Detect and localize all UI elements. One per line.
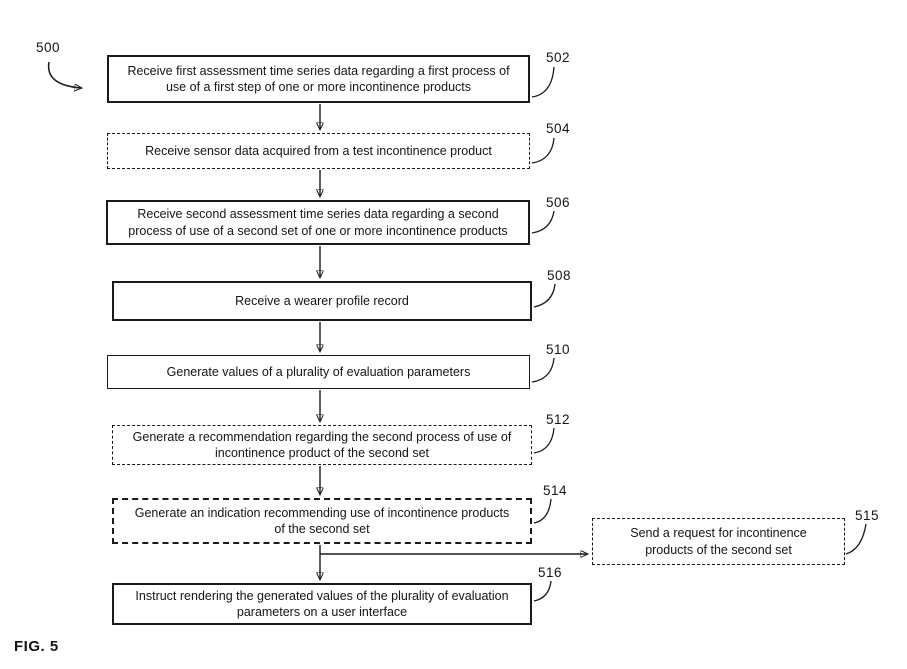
ref-label-515: 515: [855, 508, 880, 523]
flow-step-514: Generate an indication recommending use …: [112, 498, 532, 544]
flow-step-512-text: Generate a recommendation regarding the …: [132, 429, 512, 460]
flow-step-514-text: Generate an indication recommending use …: [134, 505, 510, 536]
ref-label-510: 510: [546, 342, 571, 357]
leader-516: [533, 580, 552, 602]
leader-512: [533, 427, 555, 454]
leader-510: [531, 357, 555, 383]
figure-caption: FIG. 5: [14, 638, 59, 655]
ref-label-506: 506: [546, 195, 571, 210]
leader-500: [47, 61, 81, 88]
flow-step-510: Generate values of a plurality of evalua…: [107, 355, 530, 389]
flow-step-504-text: Receive sensor data acquired from a test…: [145, 143, 492, 158]
flow-step-516-text: Instruct rendering the generated values …: [135, 588, 509, 619]
flow-step-515-text: Send a request for incontinence products…: [630, 526, 807, 557]
flow-step-516: Instruct rendering the generated values …: [112, 583, 532, 625]
leader-504: [531, 137, 555, 164]
ref-label-508: 508: [547, 268, 572, 283]
ref-label-500: 500: [36, 40, 61, 55]
ref-label-502: 502: [546, 50, 571, 65]
flow-step-502: Receive first assessment time series dat…: [107, 55, 530, 103]
flow-step-508: Receive a wearer profile record: [112, 281, 532, 321]
flow-step-508-text: Receive a wearer profile record: [235, 293, 409, 308]
leader-506: [531, 210, 555, 234]
flow-step-510-text: Generate values of a plurality of evalua…: [166, 364, 471, 379]
flow-step-506-text: Receive second assessment time series da…: [128, 207, 508, 238]
flow-step-506: Receive second assessment time series da…: [106, 200, 530, 245]
ref-label-504: 504: [546, 121, 571, 136]
leader-515: [845, 523, 867, 555]
leader-508: [533, 283, 556, 308]
ref-label-512: 512: [546, 412, 571, 427]
flow-step-502-text: Receive first assessment time series dat…: [127, 63, 510, 94]
ref-label-516: 516: [538, 565, 563, 580]
flow-step-515: Send a request for incontinence products…: [592, 518, 845, 565]
ref-label-514: 514: [543, 483, 568, 498]
leader-502: [531, 66, 555, 98]
flow-step-512: Generate a recommendation regarding the …: [112, 425, 532, 465]
leader-514: [533, 498, 552, 524]
flow-step-504: Receive sensor data acquired from a test…: [107, 133, 530, 169]
